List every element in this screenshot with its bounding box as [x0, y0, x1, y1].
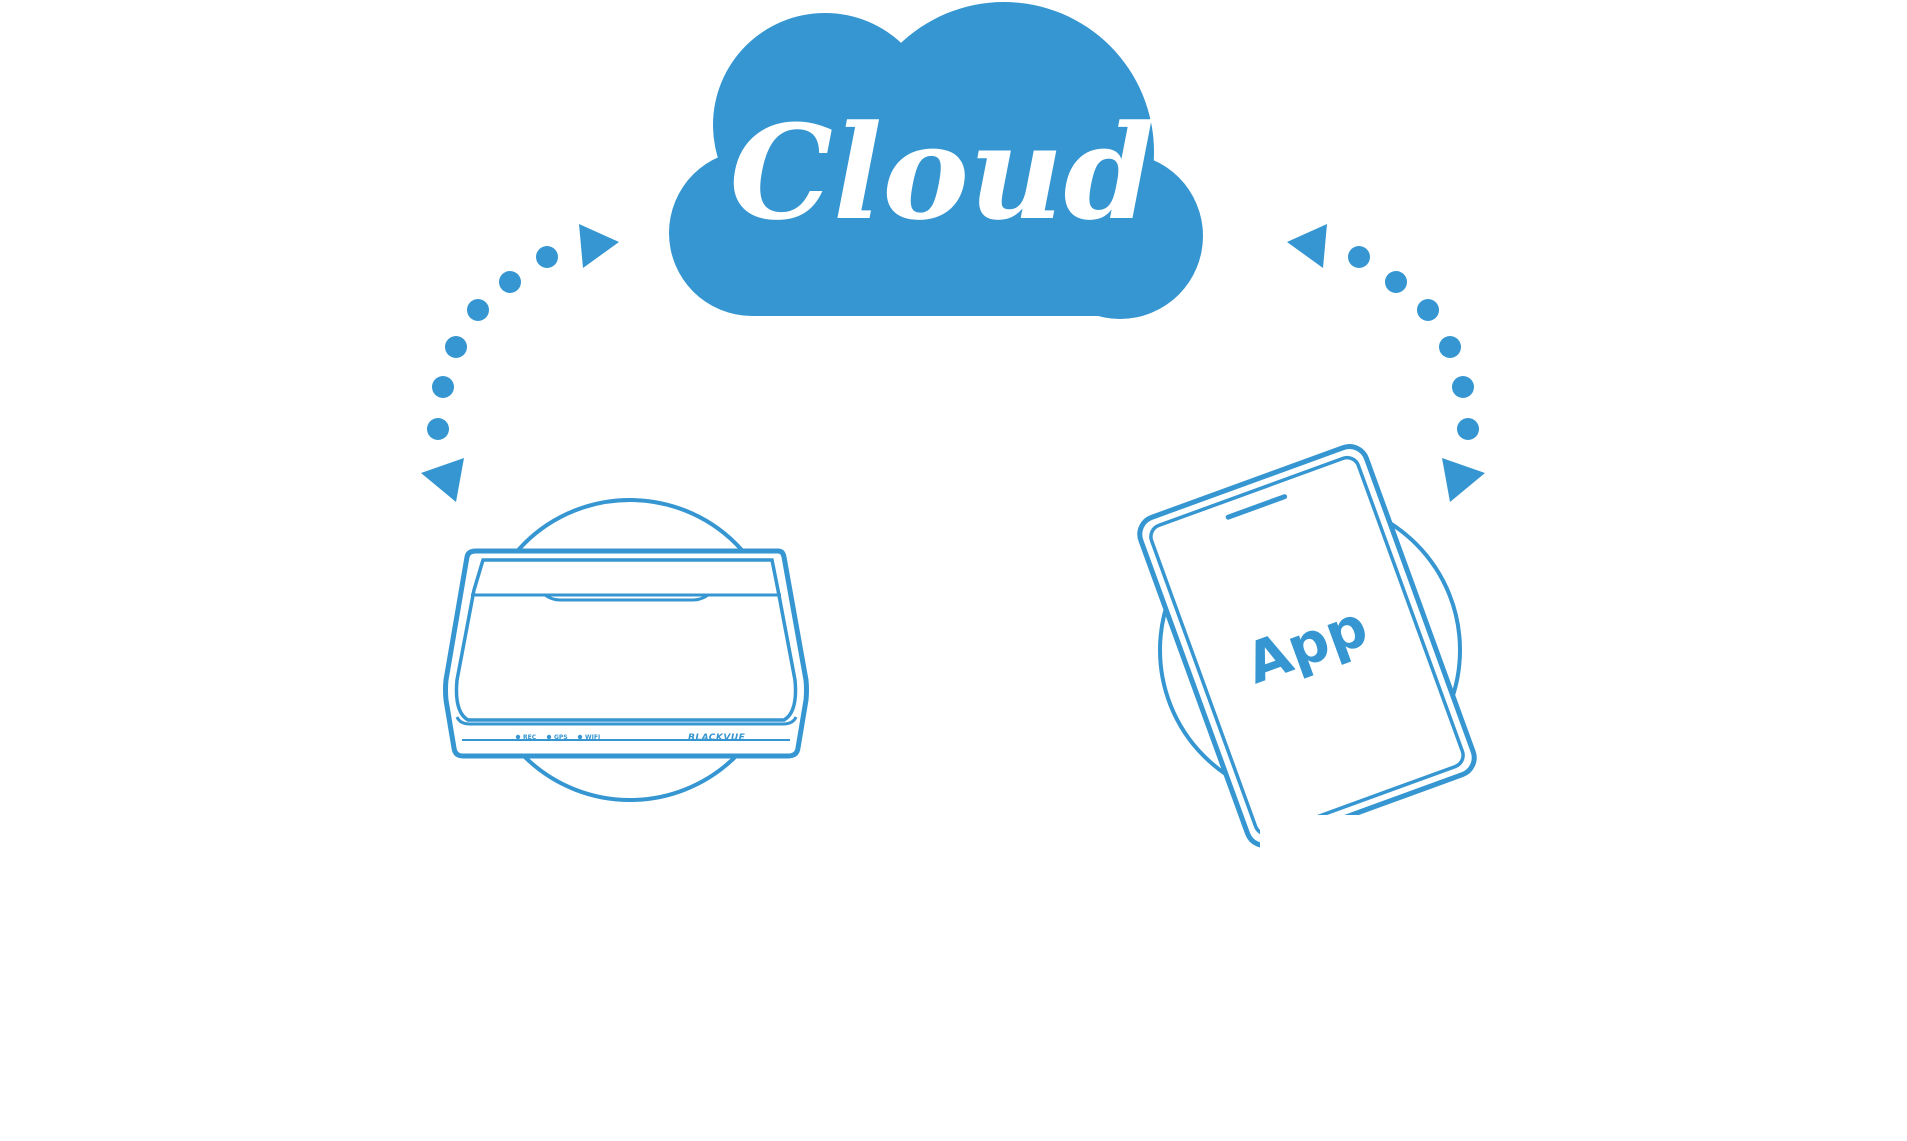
cloud-label: Cloud: [730, 96, 1155, 249]
left-connector: [421, 224, 619, 502]
led-label-rec: REC: [523, 734, 537, 741]
phone-node: App: [1137, 444, 1477, 855]
dotted-path-right: [1348, 246, 1479, 440]
dashcam-node: REC GPS WIFI BLACKVUE: [443, 498, 809, 802]
dotted-path-left: [427, 246, 558, 440]
phone-speaker: [1225, 494, 1288, 520]
led-label-wifi: WIFI: [585, 734, 600, 741]
phone-crop-mask: [1260, 815, 1380, 855]
arrowhead-bottom-left: [421, 458, 464, 502]
arrowhead-bottom-right: [1442, 458, 1485, 502]
cloud-icon: [669, 2, 1203, 319]
led-label-gps: GPS: [554, 734, 568, 741]
arrowhead-top-right: [1287, 224, 1327, 268]
cloud-node: Cloud: [669, 2, 1203, 319]
dashcam-icon: REC GPS WIFI BLACKVUE: [443, 548, 809, 759]
dashcam-brand-label: BLACKVUE: [688, 733, 746, 743]
dashcam-led-indicators: REC GPS WIFI: [515, 734, 600, 741]
bidirectional-arrow-icon: [421, 224, 619, 502]
right-connector: [1287, 224, 1485, 502]
arrowhead-top-left: [579, 224, 619, 268]
bidirectional-arrow-icon: [1287, 224, 1485, 502]
smartphone-icon: App: [1137, 444, 1477, 848]
